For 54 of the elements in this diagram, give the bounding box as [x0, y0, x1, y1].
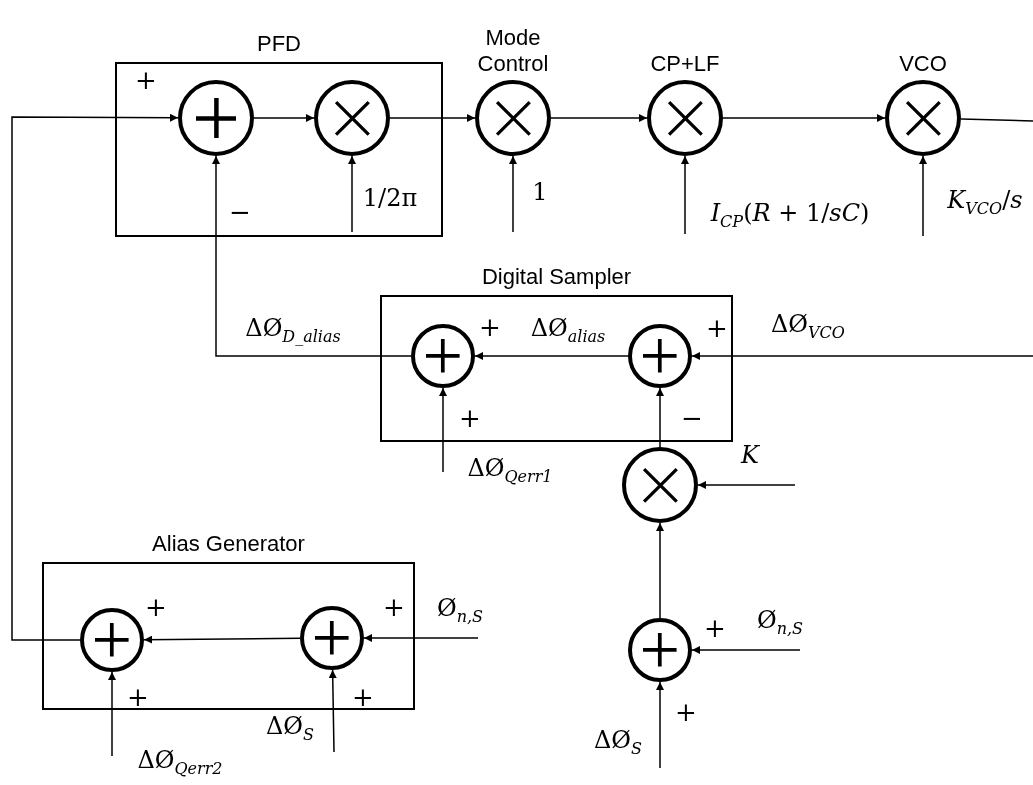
edge-label: Ø$_{n,S}$ [757, 606, 803, 638]
edge-label: ΔØ$_{VCO}$ [771, 310, 845, 342]
arrow [11, 113, 179, 641]
sign-label: + [675, 699, 697, 725]
arrow [697, 481, 796, 489]
edge-label: K [741, 441, 759, 469]
sign-label: + [383, 594, 405, 620]
arrow [389, 114, 476, 122]
arrow [108, 671, 116, 757]
sign-label: + [459, 405, 481, 431]
edge-label: ΔØ$_{S}$ [594, 726, 642, 758]
edge-label: ΔØ$_{D_alias}$ [245, 314, 341, 346]
sign-label: + [352, 684, 374, 710]
arrow [212, 155, 412, 357]
arrow [348, 155, 356, 233]
edge-label: K$_{VCO}$/s [947, 186, 1023, 218]
sign-label: + [479, 314, 501, 340]
block-label: Mode Control [476, 25, 550, 76]
arrow [691, 646, 801, 654]
sign-label: − [681, 405, 703, 431]
edge-label: ΔØ$_{Qerr1}$ [467, 454, 553, 486]
edge-label: Ø$_{n,S}$ [437, 594, 483, 626]
arrow [253, 114, 315, 122]
arrow [656, 522, 664, 619]
block-label: Alias Generator [152, 530, 305, 556]
sign-label: + [706, 315, 728, 341]
sign-label: − [229, 199, 251, 225]
arrow [509, 155, 517, 233]
block-label: CP+LF [650, 50, 720, 76]
arrow [656, 387, 664, 448]
arrow [919, 155, 927, 237]
edge-label: I$_{CP}$(R + 1/sC) [710, 199, 870, 231]
edge-label: 1 [532, 178, 548, 206]
edge-label: ΔØ$_{Qerr2}$ [137, 746, 223, 778]
arrow [474, 352, 629, 360]
arrow [143, 635, 301, 644]
arrow [656, 681, 664, 769]
arrow [722, 114, 886, 122]
sign-label: + [704, 615, 726, 641]
arrow [363, 634, 479, 642]
sign-label: + [127, 684, 149, 710]
edge-label: ΔØ$_{S}$ [266, 712, 314, 744]
arrow [681, 155, 689, 235]
block-label: Digital Sampler [481, 263, 632, 289]
block-label: PFD [257, 30, 301, 56]
edge-label: 1/2π [362, 184, 418, 212]
block-label: VCO [899, 50, 947, 76]
sign-label: + [135, 67, 157, 93]
arrow [328, 669, 337, 753]
sign-label: + [145, 594, 167, 620]
arrow [439, 387, 447, 473]
edge-label: ΔØ$_{alias}$ [530, 314, 606, 346]
arrow [691, 352, 1033, 360]
arrow [550, 114, 648, 122]
